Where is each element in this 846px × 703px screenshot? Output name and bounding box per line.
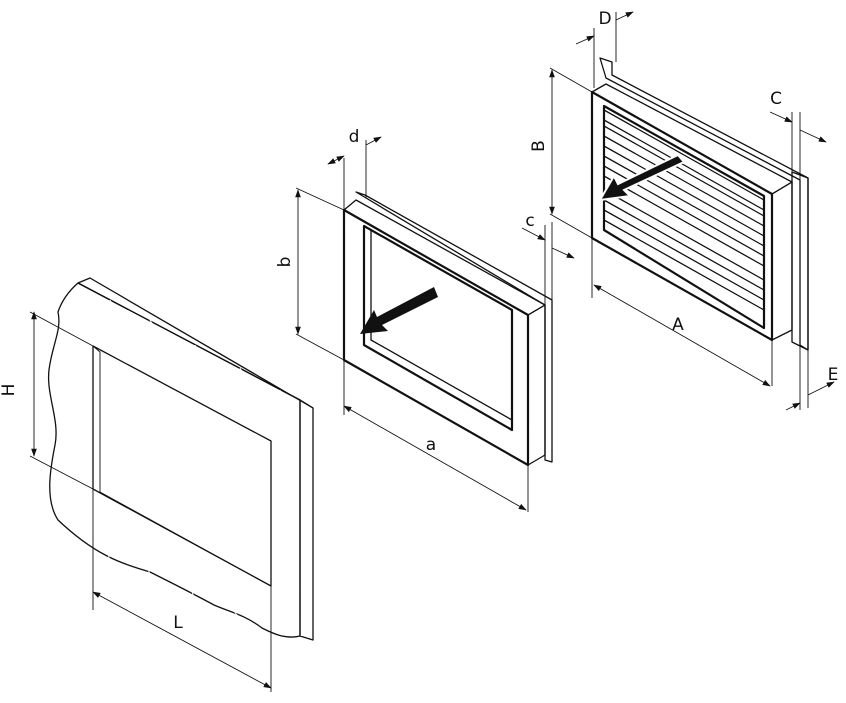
grille-side-face: [771, 181, 793, 341]
dim-line-E: [785, 402, 801, 411]
dim-line-L: [92, 591, 272, 689]
louvre-blade: [603, 125, 765, 227]
label-c: c: [525, 211, 534, 231]
frame-top-face: [343, 199, 546, 316]
label-B: B: [529, 140, 549, 152]
label-D: D: [598, 9, 611, 29]
frame-side-face: [527, 304, 546, 466]
label-a: a: [426, 435, 436, 455]
label-d: d: [349, 127, 360, 147]
label-C: C: [770, 89, 782, 109]
wood-grain: [57, 299, 292, 629]
frame-dimensions: b d c a: [275, 127, 575, 512]
dim-line-D: [575, 35, 595, 45]
louvre-blade: [603, 165, 765, 267]
label-L: L: [173, 613, 183, 633]
airflow-arrow-frame: [360, 287, 438, 334]
wall-face: [47, 282, 301, 638]
label-b: b: [275, 257, 295, 268]
dim-line-c: [521, 227, 546, 241]
dim-line-a: [343, 405, 527, 511]
wall-dimensions: H L: [0, 311, 272, 692]
wall-side-face: [299, 399, 314, 641]
dim-line-d: [327, 155, 345, 165]
louvre-blade: [603, 145, 765, 247]
grille-top-face: [591, 83, 793, 195]
wall-panel: [47, 277, 314, 641]
dim-line-C: [769, 111, 793, 123]
louvre-blade: [603, 209, 765, 311]
label-E: E: [828, 365, 839, 385]
louvre-blade: [603, 109, 765, 211]
label-H: H: [0, 384, 19, 397]
airflow-arrow-grille: [598, 153, 686, 202]
grille-dimensions: B D C A E: [529, 9, 839, 411]
frame-inner-depth: [363, 225, 513, 421]
dim-line-A: [593, 284, 771, 387]
label-A: A: [672, 315, 684, 335]
louvre-blade: [603, 189, 765, 291]
opening-inner-edge: [92, 345, 272, 587]
